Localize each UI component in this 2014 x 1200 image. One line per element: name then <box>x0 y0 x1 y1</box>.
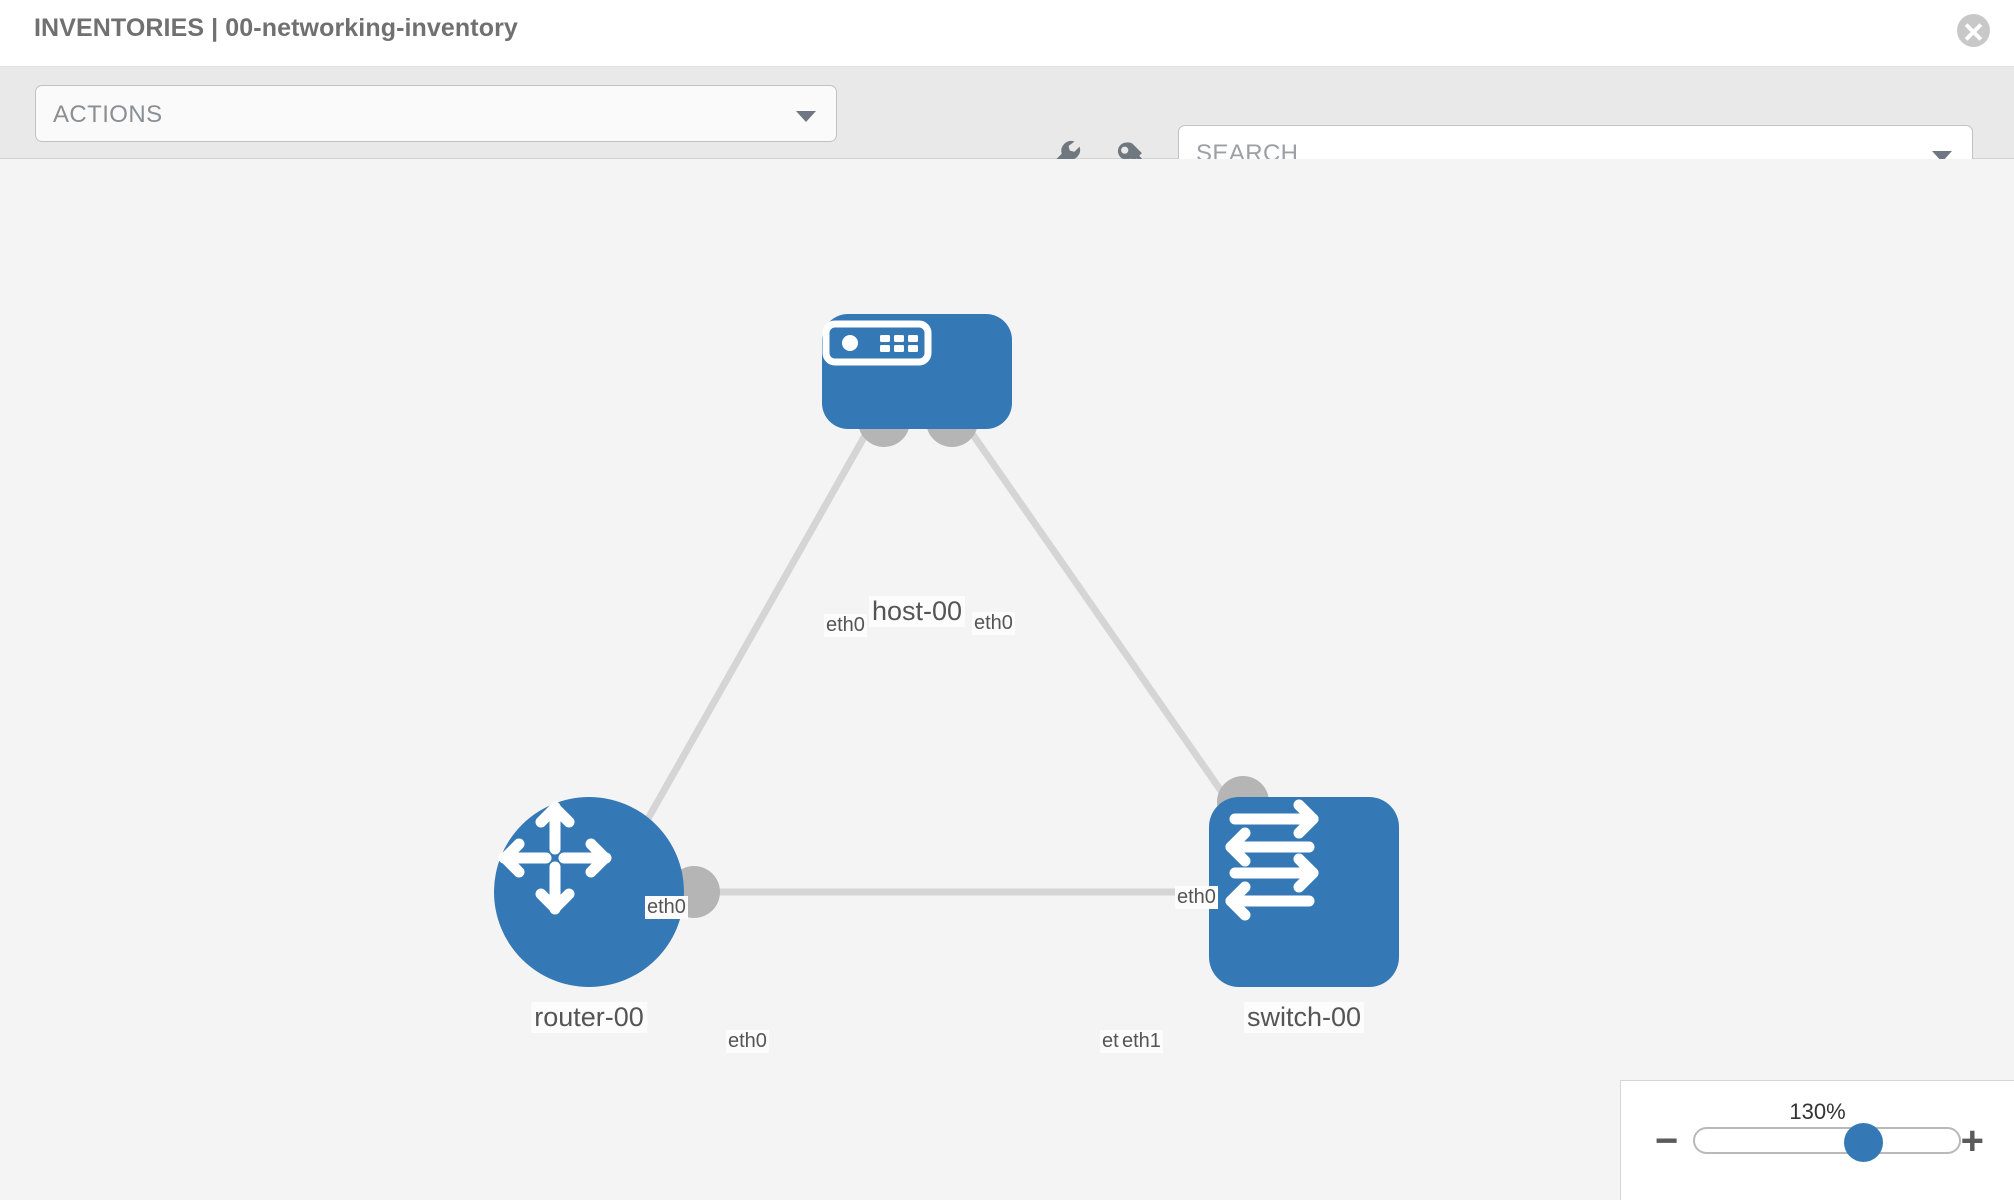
page-title: INVENTORIES | 00-networking-inventory <box>34 14 518 42</box>
node-host-00-shape[interactable] <box>822 314 1012 429</box>
server-device-icon <box>822 320 932 366</box>
chevron-down-icon <box>796 111 816 122</box>
edge-label-host00-left: eth0 <box>824 614 867 637</box>
edge-host00-switch00 <box>952 406 1268 857</box>
edge-label-switch00-up: eth0 <box>1175 886 1218 909</box>
switch-arrows-icon <box>1225 799 1319 921</box>
toolbar: ACTIONS SEARCH <box>0 67 2014 181</box>
zoom-control-panel: 130% − + <box>1620 1080 2014 1200</box>
key-icon[interactable] <box>1112 135 1152 175</box>
node-host-00-label: host-00 <box>868 596 966 627</box>
edge-label-router00-eth0: eth0 <box>726 1030 769 1053</box>
node-router-00-shape[interactable] <box>494 797 684 987</box>
actions-dropdown-label: ACTIONS <box>53 101 163 128</box>
edge-label-router00-up: eth0 <box>645 896 688 919</box>
edge-label-host00-right: eth0 <box>972 612 1015 635</box>
chevron-down-icon[interactable] <box>1932 151 1952 162</box>
node-switch-00-label: switch-00 <box>1243 1002 1365 1033</box>
actions-dropdown[interactable]: ACTIONS <box>35 85 837 142</box>
zoom-slider-handle[interactable] <box>1844 1123 1883 1162</box>
edge-label-switch00-eth1: eth1 <box>1120 1030 1163 1053</box>
zoom-slider-track[interactable] <box>1693 1123 1961 1162</box>
close-icon[interactable] <box>1957 14 1990 47</box>
link-connectors <box>604 395 1269 918</box>
node-router-00-label: router-00 <box>531 1002 647 1033</box>
zoom-level-value: 130% <box>1789 1099 1846 1124</box>
edge-host00-router00 <box>624 407 884 856</box>
node-switch-00-shape[interactable] <box>1209 797 1399 987</box>
router-arrows-icon <box>498 801 612 915</box>
topology-edges <box>604 395 1269 918</box>
topology-canvas[interactable]: host-00 router-00 <box>0 159 2014 1200</box>
page-header: INVENTORIES | 00-networking-inventory <box>0 0 2014 67</box>
